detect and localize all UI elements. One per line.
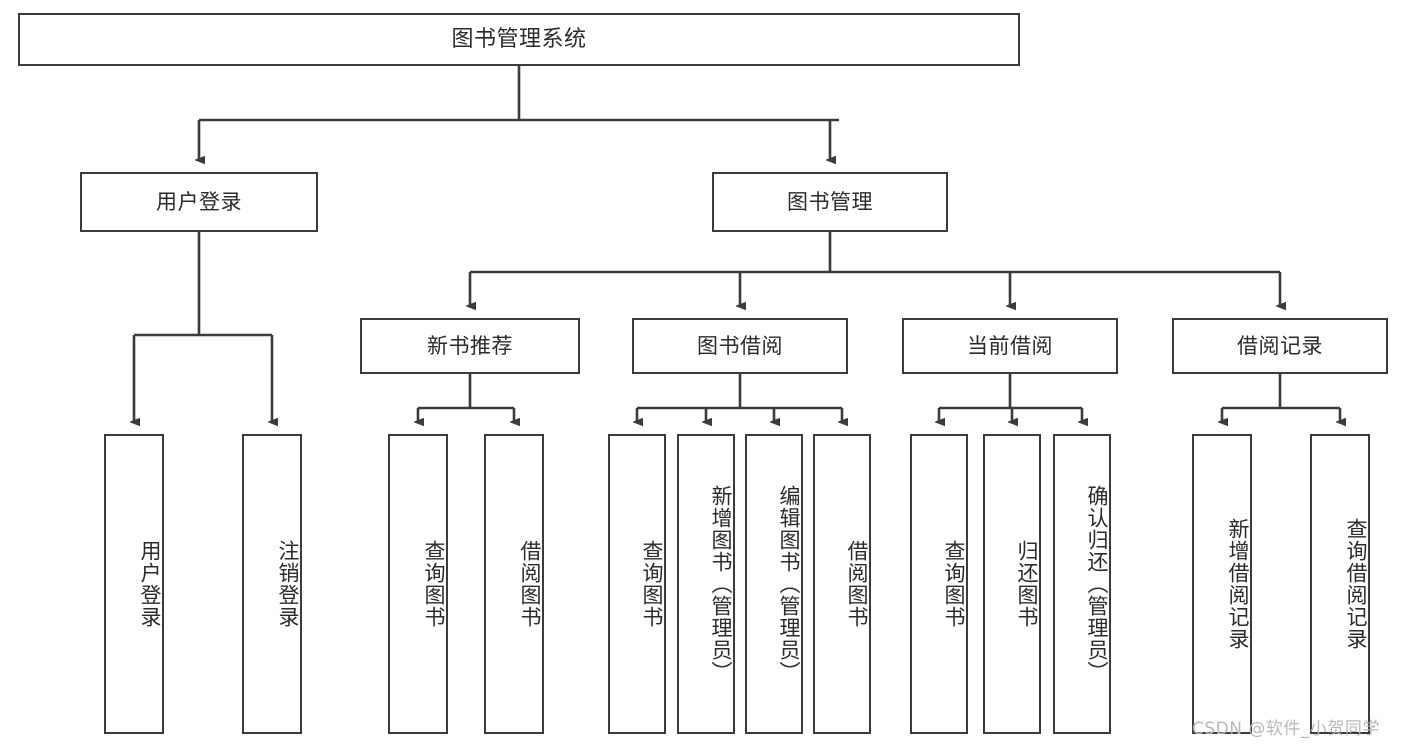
node-label: 查询图书 <box>942 540 966 628</box>
node-leaf-user-login[interactable]: 用户登录 <box>104 434 164 734</box>
node-user-login[interactable]: 用户登录 <box>80 172 318 232</box>
node-label: 注销登录 <box>276 540 300 628</box>
node-label: 图书借阅 <box>697 333 783 358</box>
node-label: 查询图书 <box>640 540 664 628</box>
node-label: 借阅记录 <box>1237 333 1323 358</box>
node-label: 新增图书（管理员） <box>709 485 733 683</box>
node-label: 查询借阅记录 <box>1344 518 1368 650</box>
node-label: 编辑图书（管理员） <box>777 485 801 683</box>
node-label: 图书管理系统 <box>451 26 587 52</box>
csdn-watermark: CSDN @软件_小贺同学 <box>1192 719 1380 739</box>
node-label: 图书管理 <box>787 189 873 214</box>
node-label: 借阅图书 <box>518 540 542 628</box>
node-label: 用户登录 <box>156 189 242 214</box>
node-label: 新书推荐 <box>427 333 513 358</box>
node-leaf-edit-book[interactable]: 编辑图书（管理员） <box>745 434 803 734</box>
node-label: 确认归还（管理员） <box>1085 485 1109 683</box>
node-label: 归还图书 <box>1015 540 1039 628</box>
node-book-borrow[interactable]: 图书借阅 <box>632 318 848 374</box>
node-new-book-recommend[interactable]: 新书推荐 <box>360 318 580 374</box>
node-book-management[interactable]: 图书管理 <box>712 172 948 232</box>
node-leaf-query-book-rec[interactable]: 查询图书 <box>388 434 448 734</box>
node-leaf-borrow-book-rec[interactable]: 借阅图书 <box>484 434 544 734</box>
node-label: 查询图书 <box>422 540 446 628</box>
node-leaf-add-borrow-record[interactable]: 新增借阅记录 <box>1192 434 1252 734</box>
node-leaf-query-book-current[interactable]: 查询图书 <box>910 434 968 734</box>
node-root-system[interactable]: 图书管理系统 <box>18 13 1020 66</box>
node-leaf-borrow-book[interactable]: 借阅图书 <box>813 434 871 734</box>
node-label: 用户登录 <box>138 540 162 628</box>
node-leaf-query-borrow-record[interactable]: 查询借阅记录 <box>1310 434 1370 734</box>
node-label: 新增借阅记录 <box>1226 518 1250 650</box>
node-leaf-return-book[interactable]: 归还图书 <box>983 434 1041 734</box>
node-leaf-user-logout[interactable]: 注销登录 <box>242 434 302 734</box>
node-leaf-query-book-borrow[interactable]: 查询图书 <box>608 434 666 734</box>
node-borrow-records[interactable]: 借阅记录 <box>1172 318 1388 374</box>
node-leaf-add-book[interactable]: 新增图书（管理员） <box>677 434 735 734</box>
node-leaf-confirm-return[interactable]: 确认归还（管理员） <box>1053 434 1111 734</box>
node-label: 借阅图书 <box>845 540 869 628</box>
node-current-borrow[interactable]: 当前借阅 <box>902 318 1118 374</box>
node-label: 当前借阅 <box>967 333 1053 358</box>
